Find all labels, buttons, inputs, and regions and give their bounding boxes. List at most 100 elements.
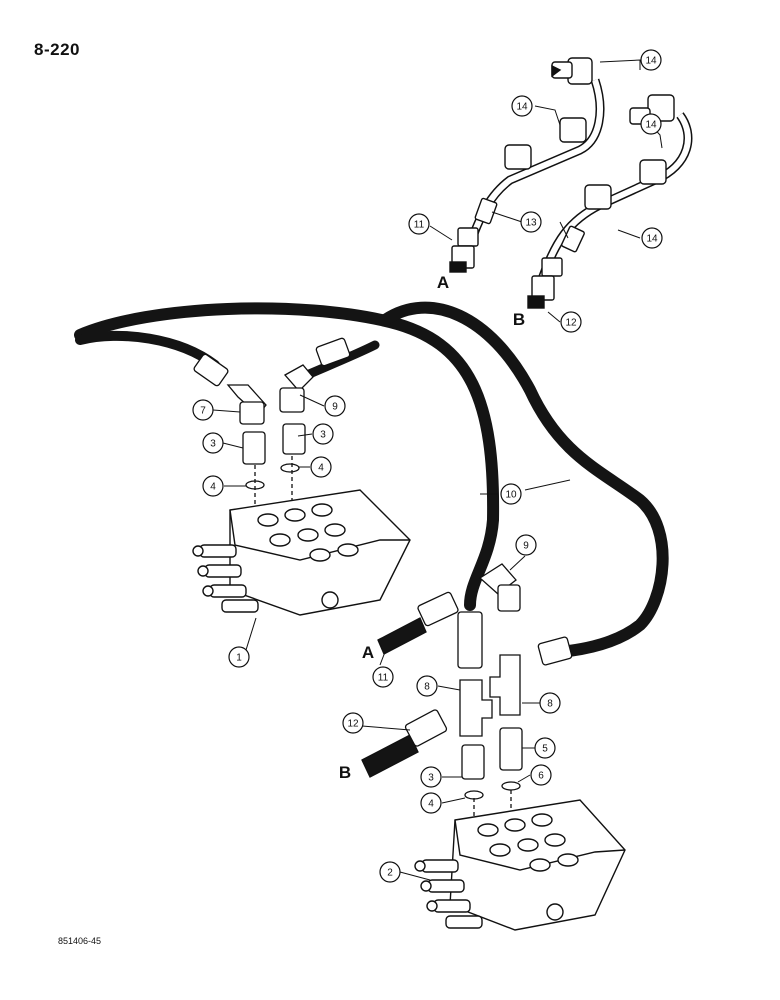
callout-circle <box>560 311 582 333</box>
callout-label: 9 <box>332 402 338 413</box>
tee-8-right <box>489 654 521 716</box>
valve-2-ports <box>477 813 579 872</box>
valve-1-ports <box>257 503 359 562</box>
callout-9: 9 <box>515 534 537 556</box>
callout-label: 12 <box>347 719 359 730</box>
o-ring-4-lower <box>464 790 484 800</box>
clamp-14-top <box>551 57 593 85</box>
callout-3: 3 <box>312 423 334 445</box>
hose-main-nut <box>457 611 483 669</box>
fitting-13-b <box>561 225 585 253</box>
hose-end-right <box>315 337 351 367</box>
callout-8: 8 <box>539 692 561 714</box>
hose-letter-a: A <box>362 643 374 662</box>
callout-circle <box>640 49 662 71</box>
callout-circle <box>324 395 346 417</box>
callout-circle <box>310 456 332 478</box>
callout-label: 4 <box>210 482 216 493</box>
callout-label: 3 <box>320 430 326 441</box>
callout-label: 2 <box>387 868 393 879</box>
callout-11: 11 <box>372 666 394 688</box>
hose-b-nut <box>404 709 448 747</box>
callout-label: 14 <box>646 234 658 245</box>
callout-10: 10 <box>500 483 522 505</box>
callout-label: 11 <box>414 220 425 231</box>
callout-label: 11 <box>378 673 389 684</box>
callout-circle <box>379 861 401 883</box>
clamp-14-lower <box>584 159 667 210</box>
fitting-12-b <box>527 257 563 309</box>
hose-main-lower <box>75 330 220 370</box>
hose-end-left <box>193 353 229 387</box>
callout-label: 5 <box>542 744 548 755</box>
callout-8: 8 <box>416 675 438 697</box>
leader-lines <box>212 59 663 881</box>
fitting-11-a <box>449 227 479 273</box>
callout-label: 3 <box>428 773 434 784</box>
callout-6: 6 <box>530 764 552 786</box>
elbow-9-right-nut <box>497 584 521 612</box>
callout-label: 6 <box>538 771 544 782</box>
callout-4: 4 <box>420 792 442 814</box>
left-fittings <box>193 337 351 525</box>
page-number: 8-220 <box>34 40 80 59</box>
callout-label: 14 <box>516 102 528 113</box>
callout-circle <box>312 423 334 445</box>
callout-circle <box>641 227 663 249</box>
callout-label: 8 <box>547 699 553 710</box>
callout-circle <box>500 483 522 505</box>
tee-8-left <box>459 679 493 737</box>
hose-letter-a: A <box>437 273 449 292</box>
hose-a-lower <box>377 617 427 655</box>
adapter-3-left <box>242 431 266 465</box>
callout-label: 9 <box>523 541 529 552</box>
callout-11: 11 <box>408 213 430 235</box>
valve-1-spools <box>192 544 259 613</box>
callout-label: 13 <box>525 218 537 229</box>
hose-long-right <box>379 301 669 658</box>
callout-label: 3 <box>210 439 216 450</box>
callout-label: 14 <box>645 56 657 67</box>
callout-label: 4 <box>318 463 324 474</box>
callout-circle <box>539 692 561 714</box>
callout-circle <box>202 432 224 454</box>
callout-2: 2 <box>379 861 401 883</box>
elbow-9-nut <box>279 387 305 413</box>
hose-b-lower <box>361 734 419 778</box>
callout-label: 1 <box>236 653 242 664</box>
elbow-7-nut <box>239 401 265 425</box>
hose-a-nut <box>417 591 459 627</box>
callout-circle <box>408 213 430 235</box>
callout-1: 1 <box>228 646 250 668</box>
adapter-3-right <box>282 423 306 455</box>
callout-circle <box>530 764 552 786</box>
hose-group <box>74 301 669 658</box>
callout-3: 3 <box>202 432 224 454</box>
right-fittings <box>361 563 573 830</box>
hose-main-upper <box>74 302 500 611</box>
callout-circle <box>534 737 556 759</box>
callout-7: 7 <box>192 399 214 421</box>
callout-circle <box>511 95 533 117</box>
callout-4: 4 <box>202 475 224 497</box>
adapter-5 <box>499 727 523 771</box>
figure-code: 851406-45 <box>58 936 102 946</box>
elbow-9 <box>283 364 314 392</box>
callout-14: 14 <box>640 113 662 135</box>
callout-circle <box>515 534 537 556</box>
callout-circle <box>342 712 364 734</box>
callout-14: 14 <box>640 49 662 71</box>
control-valve-1 <box>192 489 411 616</box>
callout-4: 4 <box>310 456 332 478</box>
control-valve-2 <box>414 799 626 931</box>
callout-12: 12 <box>560 311 582 333</box>
callout-label: 7 <box>200 406 206 417</box>
callout-5: 5 <box>534 737 556 759</box>
adapter-3-lower <box>461 744 485 780</box>
valve-2-spools <box>414 859 483 929</box>
hose-letter-b: B <box>513 310 525 329</box>
callout-circle <box>202 475 224 497</box>
o-ring-4-right <box>280 463 300 473</box>
